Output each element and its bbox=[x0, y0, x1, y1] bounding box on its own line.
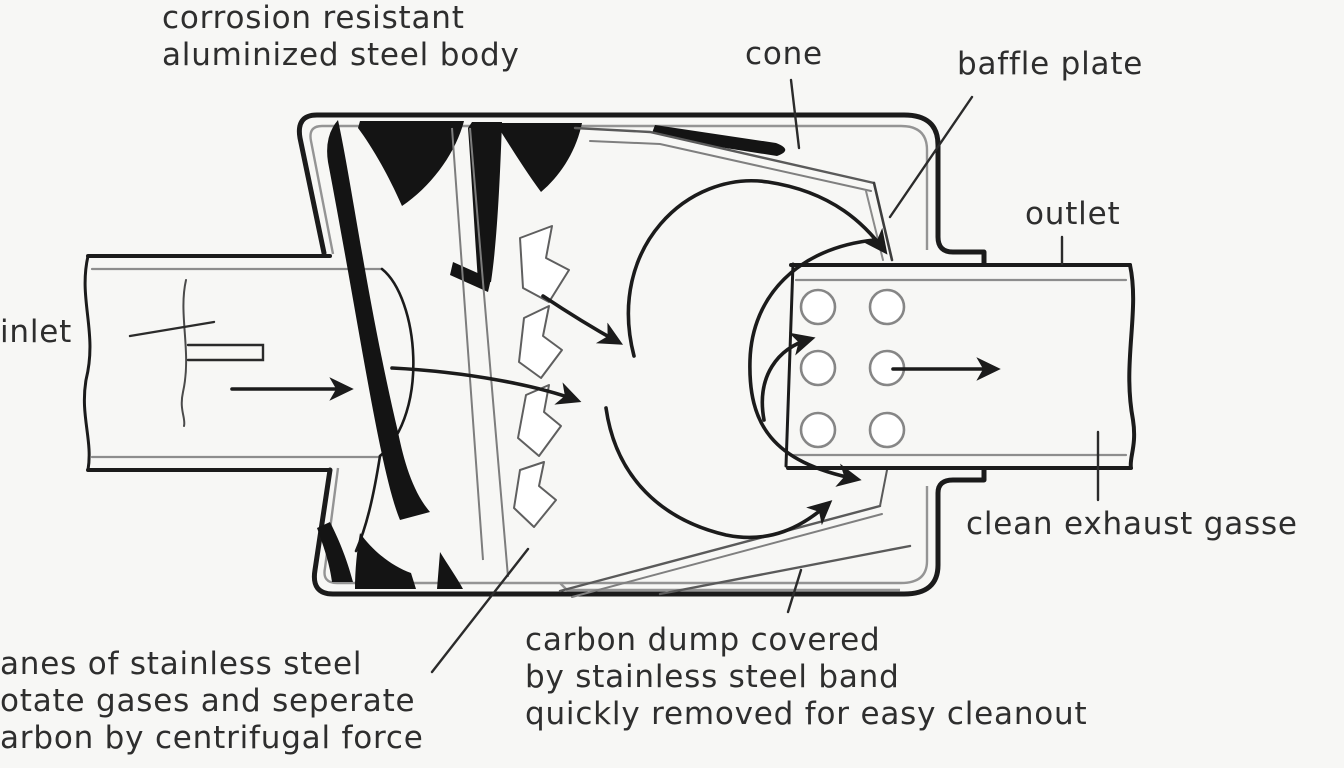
label-vanes-line3: arbon by centrifugal force bbox=[0, 720, 424, 756]
label-carbon-dump: carbon dump covered by stainless steel b… bbox=[525, 622, 1087, 733]
label-vanes: anes of stainless steel otate gases and … bbox=[0, 646, 424, 757]
label-baffle-plate: baffle plate bbox=[957, 46, 1144, 82]
reversal-small-arrow bbox=[760, 332, 816, 422]
label-body-material: corrosion resistant aluminized steel bod… bbox=[162, 0, 520, 74]
top-loop-arrow bbox=[626, 179, 888, 358]
body-outline bbox=[296, 112, 987, 597]
swirl-arrow-1 bbox=[541, 294, 624, 345]
label-carbon-dump-line1: carbon dump covered bbox=[525, 622, 881, 658]
label-cone: cone bbox=[745, 36, 823, 72]
leader-cone bbox=[789, 78, 801, 150]
label-body-material-line1: corrosion resistant bbox=[162, 0, 465, 36]
leader-carbon-dump bbox=[786, 568, 803, 614]
swirl-arrow-2 bbox=[390, 366, 582, 405]
vanes-stainless bbox=[451, 127, 570, 578]
outlet-pipe bbox=[784, 262, 1137, 470]
perforated-plate-holes bbox=[799, 288, 906, 449]
baffle-plate-edge bbox=[865, 181, 894, 262]
label-carbon-dump-line2: by stainless steel band bbox=[525, 659, 900, 695]
label-carbon-dump-line3: quickly removed for easy cleanout bbox=[525, 696, 1088, 732]
label-clean-exhaust: clean exhaust gasse bbox=[966, 506, 1298, 542]
reversal-c-arrow bbox=[748, 238, 876, 487]
label-outlet: outlet bbox=[1025, 196, 1121, 232]
vanes-black bbox=[317, 120, 786, 589]
body-inner-lining bbox=[309, 124, 929, 592]
bottom-loop-arrow bbox=[604, 406, 833, 540]
label-inlet: inlet bbox=[0, 314, 73, 350]
label-vanes-line1: anes of stainless steel bbox=[0, 646, 363, 682]
cone-lines bbox=[558, 126, 912, 598]
flow-arrows bbox=[230, 179, 1001, 540]
label-vanes-line2: otate gases and seperate bbox=[0, 683, 416, 719]
leader-lines bbox=[128, 78, 1100, 674]
leader-vanes bbox=[430, 547, 530, 674]
label-body-material-line2: aluminized steel body bbox=[162, 37, 520, 73]
leader-baffle bbox=[888, 95, 974, 219]
leader-inlet bbox=[128, 320, 216, 338]
